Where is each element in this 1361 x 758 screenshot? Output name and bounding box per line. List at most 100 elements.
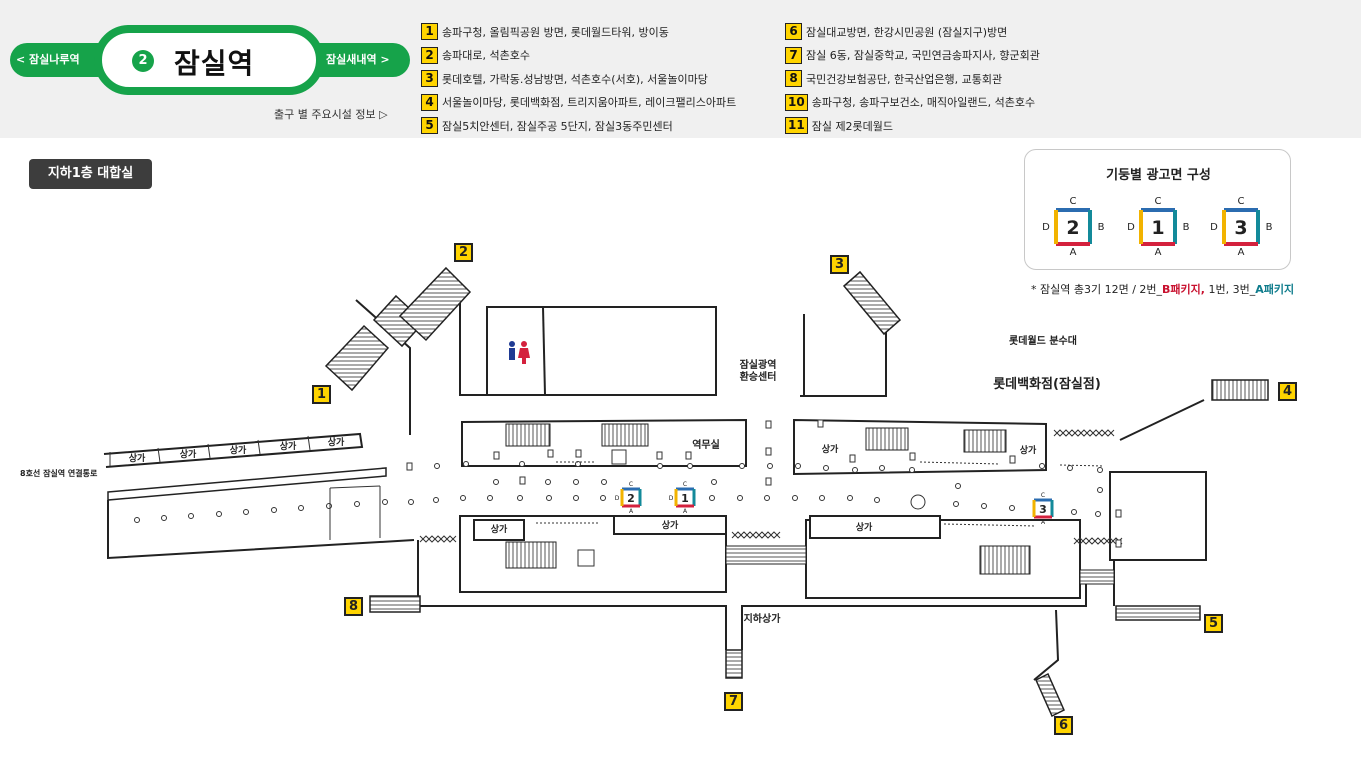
svg-text:상가: 상가 [328, 436, 345, 448]
exit-list-item[interactable]: 8 국민건강보험공단, 한국산업은행, 교통회관 [785, 67, 1040, 91]
svg-text:상가: 상가 [129, 452, 146, 464]
exit-marker-6[interactable]: 6 [1054, 716, 1073, 735]
exit-number: 11 [785, 117, 808, 135]
exit-6-stairs [1035, 672, 1065, 718]
details [109, 435, 1105, 567]
exit-number: 1 [421, 23, 438, 41]
exit-description: 잠실 제2롯데월드 [811, 119, 894, 133]
exit-marker-5[interactable]: 5 [1204, 614, 1223, 633]
exit-marker-3[interactable]: 3 [830, 255, 849, 274]
svg-text:D: D [1042, 222, 1050, 233]
exit-5-stairs [1115, 605, 1201, 621]
svg-text:상가: 상가 [280, 440, 297, 452]
fountain-label: 롯데월드 분수대 [1009, 334, 1077, 347]
exit-list-item[interactable]: 5 잠실5치안센터, 잠실주공 5단지, 잠실3동주민센터 [421, 114, 736, 138]
exit-number: 4 [421, 93, 438, 111]
station-name: 잠실역 [174, 47, 255, 80]
exit-marker-4[interactable]: 4 [1278, 382, 1297, 401]
svg-text:상가: 상가 [1020, 444, 1037, 456]
svg-text:A: A [1238, 247, 1245, 258]
svg-text:D: D [1210, 222, 1218, 233]
svg-text:2: 2 [627, 492, 635, 505]
fare-gates [419, 429, 1123, 545]
svg-text:C: C [683, 481, 687, 488]
shop-labels: 상가 상가 상가 상가 상가 상가 상가 상가 상가 상가 [129, 436, 1037, 535]
svg-text:C: C [629, 481, 633, 488]
legend-pillar-2: 2 C D B A [1042, 196, 1104, 258]
exit-description: 잠실대교방면, 한강시민공원 (잠실지구)방면 [806, 25, 1008, 39]
map-pillar-1[interactable]: 1 C D A [669, 481, 696, 515]
svg-text:C: C [1155, 196, 1162, 207]
exit-number: 7 [785, 46, 802, 64]
svg-text:A: A [683, 508, 688, 515]
svg-text:1: 1 [681, 492, 689, 505]
exit-description: 잠실5치안센터, 잠실주공 5단지, 잠실3동주민센터 [442, 119, 673, 133]
svg-text:A: A [629, 508, 634, 515]
exit-description: 국민건강보험공단, 한국산업은행, 교통회관 [806, 72, 1003, 86]
next-station-button[interactable]: 잠실새내역 > [326, 53, 390, 66]
line8-link-label: 8호선 잠실역 연결통로 [20, 468, 98, 478]
svg-text:B: B [1266, 222, 1273, 233]
legend-pillar-3: 3 C D B A [1210, 196, 1272, 258]
exit-3-stairs [842, 270, 902, 336]
svg-text:3: 3 [1039, 503, 1047, 516]
restroom-icon [509, 341, 530, 364]
floor-label: 지하1층 대합실 [29, 159, 152, 189]
exit-number: 5 [421, 117, 438, 135]
exit-number: 10 [785, 93, 808, 111]
exit-4-stairs [1211, 379, 1269, 401]
transfer-center-label-2: 환승센터 [740, 370, 777, 383]
exit-7-stairs [725, 649, 743, 679]
svg-text:D: D [615, 495, 620, 502]
exit-8-stairs [369, 595, 421, 613]
svg-text:상가: 상가 [662, 519, 679, 531]
legend-pillar-1: 1 C D B A [1127, 196, 1189, 258]
map-pillar-2[interactable]: 2 C D A [615, 481, 642, 515]
exit-list-item[interactable]: 1 송파구청, 올림픽공원 방면, 롯데월드타워, 방이동 [421, 20, 736, 44]
svg-text:상가: 상가 [856, 521, 873, 533]
line-number-badge: 2 [132, 50, 154, 72]
exit-description: 송파구청, 올림픽공원 방면, 롯데월드타워, 방이동 [442, 25, 669, 39]
map-pillar-3[interactable]: 3 C A [1032, 492, 1054, 526]
legend-pillar-number: 3 [1234, 217, 1247, 239]
facility-info-link[interactable]: 출구 별 주요시설 정보 ▷ [274, 108, 388, 121]
svg-text:B: B [1183, 222, 1190, 233]
exit-number: 2 [421, 46, 438, 64]
svg-text:C: C [1238, 196, 1245, 207]
exit-marker-2[interactable]: 2 [454, 243, 473, 262]
station-pill: 2 잠실역 [94, 25, 324, 95]
stairs-and-escalators [324, 266, 1269, 718]
svg-text:D: D [669, 495, 674, 502]
svg-text:D: D [1127, 222, 1135, 233]
column-dots [134, 461, 1103, 523]
concourse-walls [103, 299, 1207, 681]
svg-text:상가: 상가 [180, 448, 197, 460]
svg-text:A: A [1070, 247, 1077, 258]
exit-marker-7[interactable]: 7 [724, 692, 743, 711]
legend-pillars: 2 C D B A 1 C D B A 3 C D [1042, 196, 1272, 258]
legend-note: * 잠실역 총3기 12면 / 2번_B패키지, 1번, 3번_A패키지 [1031, 283, 1295, 296]
exit-number: 3 [421, 70, 438, 88]
exit-marker-8[interactable]: 8 [344, 597, 363, 616]
station-office-label: 역무실 [692, 438, 720, 451]
svg-text:C: C [1041, 492, 1045, 499]
legend-pillar-number: 2 [1066, 217, 1079, 239]
exit-list-item[interactable]: 4 서울놀이마당, 롯데백화점, 트리지움아파트, 레이크팰리스아파트 [421, 91, 736, 115]
svg-text:A: A [1041, 519, 1046, 526]
exit-number: 8 [785, 70, 802, 88]
svg-text:상가: 상가 [230, 444, 247, 456]
exit-marker-1[interactable]: 1 [312, 385, 331, 404]
prev-station-button[interactable]: < 잠실나루역 [16, 53, 80, 66]
svg-text:C: C [1070, 196, 1077, 207]
exit-description: 서울놀이마당, 롯데백화점, 트리지움아파트, 레이크팰리스아파트 [442, 96, 737, 110]
legend-title: 기둥별 광고면 구성 [1106, 168, 1211, 183]
